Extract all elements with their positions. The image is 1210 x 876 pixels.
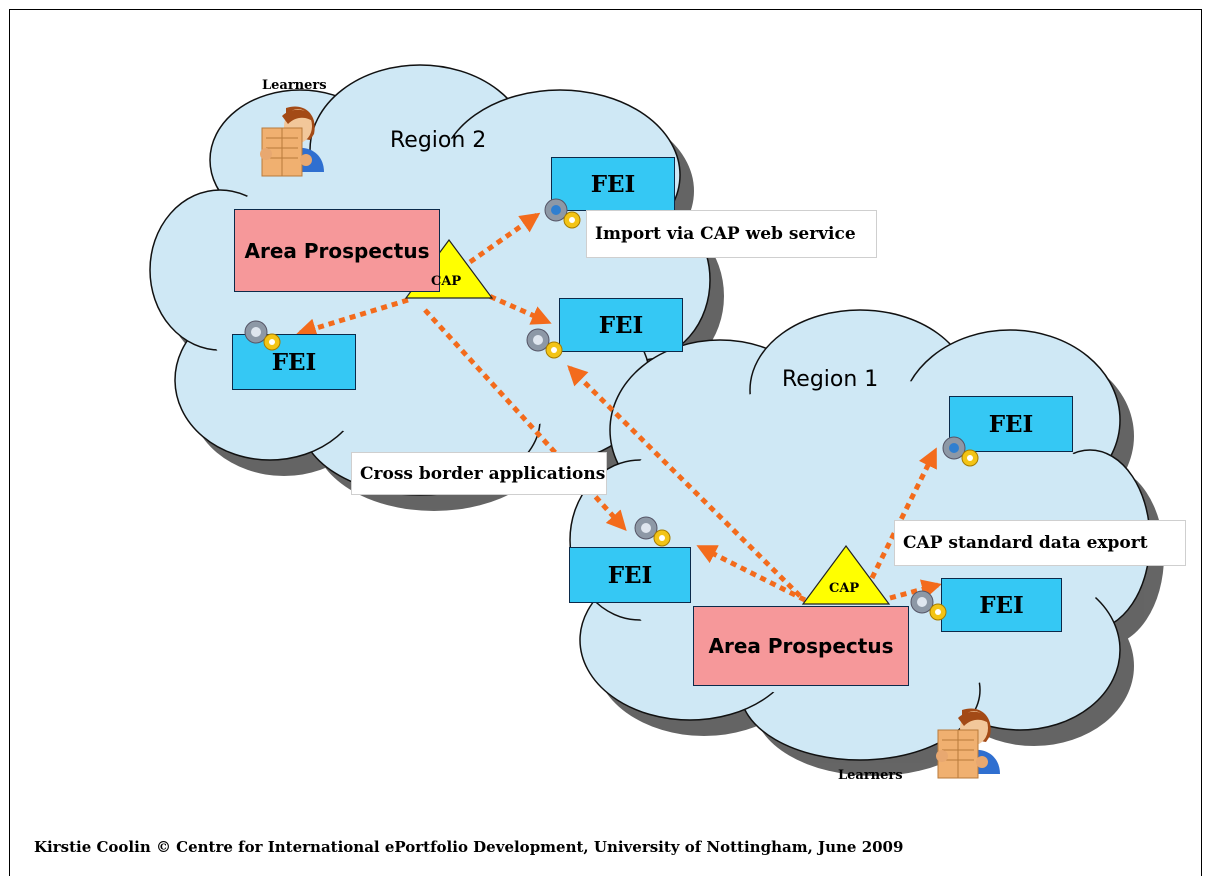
arrow-cap1-fei-right — [889, 579, 942, 601]
region2-fei-mid: FEI — [559, 298, 683, 352]
region1-cap-label: CAP — [829, 581, 860, 596]
note-cross-border: Cross border applications — [351, 452, 607, 495]
region2-title: Region 2 — [390, 128, 487, 153]
cap-triangle-region1 — [801, 544, 891, 605]
region2-area-prospectus: Area Prospectus — [234, 209, 440, 292]
footer-credit: Kirstie Coolin © Centre for Internationa… — [34, 838, 904, 856]
region2-learners-label: Learners — [262, 78, 327, 93]
learner-reading-icon — [936, 708, 1000, 779]
arrow-cap1-fei-top — [869, 447, 938, 580]
region2-fei-left: FEI — [232, 334, 356, 390]
gear-icon — [244, 320, 281, 351]
gear-icon — [942, 436, 979, 467]
arrow-cap1-fei-region2 — [567, 365, 802, 598]
note-export: CAP standard data export — [894, 520, 1186, 566]
region2-fei-top: FEI — [551, 157, 675, 211]
gear-icon — [910, 590, 947, 621]
learner-reading-icon — [260, 106, 324, 177]
arrow-cap2-fei-left — [296, 297, 409, 338]
gear-icon — [634, 516, 671, 547]
region1-fei-top: FEI — [949, 396, 1073, 452]
region1-fei-right: FEI — [941, 578, 1062, 632]
region1-title: Region 1 — [782, 367, 879, 392]
page-frame — [9, 9, 1202, 876]
arrow-cap2-fei-top — [468, 212, 541, 265]
region1-learners-label: Learners — [838, 768, 903, 783]
region2-cap-label: CAP — [431, 274, 462, 289]
gear-icon — [526, 328, 563, 359]
region1-fei-left: FEI — [569, 547, 691, 603]
gear-icon — [544, 198, 581, 229]
arrow-cap1-fei-left — [696, 544, 807, 603]
region1-area-prospectus: Area Prospectus — [693, 606, 909, 686]
note-import: Import via CAP web service — [586, 210, 877, 258]
